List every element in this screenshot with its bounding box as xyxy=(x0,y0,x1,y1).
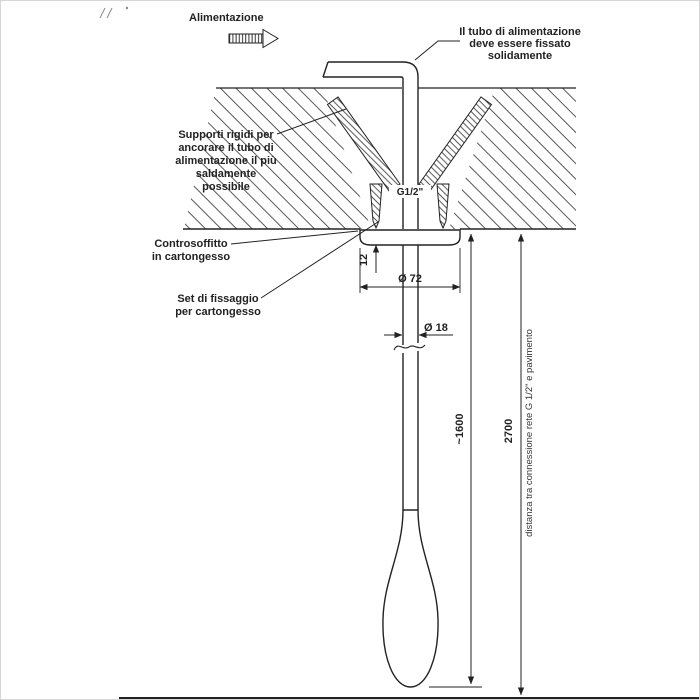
dim-2700-note: distanza tra connessione rete G 1/2" e p… xyxy=(524,329,535,537)
supports-note-line: saldamente xyxy=(196,168,257,180)
supply-pipe-note-line: Il tubo di alimentazione xyxy=(459,26,581,38)
supports-note-line: alimentazione il più xyxy=(175,155,276,167)
dim-2700-value: 2700 xyxy=(503,419,515,443)
dim-12-value: 12 xyxy=(358,254,370,266)
dim-18-value: Ø 18 xyxy=(424,322,448,334)
anchor-right xyxy=(436,183,450,230)
supply-pipe-note-line: deve essere fissato xyxy=(469,38,571,50)
supports-note-line: possibile xyxy=(202,181,250,193)
flow-arrow-icon xyxy=(228,28,279,49)
thread-label: G1/2" xyxy=(397,187,424,198)
thread-label-backplate xyxy=(389,185,431,198)
supply-pipe-note: Il tubo di alimentazione deve essere fis… xyxy=(459,26,581,62)
supports-note-line: ancorare il tubo di xyxy=(178,142,273,154)
supports-note-leader xyxy=(276,108,347,135)
supports-note-line: Supporti rigidi per xyxy=(178,129,274,141)
ceiling-slab-hatch xyxy=(184,88,576,229)
false-ceiling-note-line: in cartongesso xyxy=(152,251,231,263)
dim-1600-value: ~1600 xyxy=(454,414,466,445)
anchor-left xyxy=(369,183,383,230)
dim-72-extensions xyxy=(359,248,461,293)
shower-pipe xyxy=(402,245,419,510)
ceiling-flange xyxy=(359,229,461,246)
pipe-break-symbol xyxy=(393,344,426,351)
false-ceiling-note-leader xyxy=(230,230,359,245)
false-ceiling-note: Controsoffitto in cartongesso xyxy=(152,238,231,263)
shower-head xyxy=(382,509,439,688)
supply-pipe xyxy=(322,61,419,229)
fixing-set-note: Set di fissaggio per cartongesso xyxy=(175,293,261,318)
drywall-anchors xyxy=(369,183,450,230)
supply-pipe-note-line: solidamente xyxy=(488,50,552,62)
supply-pipe-note-leader xyxy=(414,40,460,61)
fixing-set-note-leader xyxy=(260,221,379,299)
pipe-end-cut xyxy=(322,61,329,78)
dim-72-value: Ø 72 xyxy=(398,273,422,285)
fixing-set-note-line: per cartongesso xyxy=(175,306,261,318)
fixing-set-note-line: Set di fissaggio xyxy=(177,293,259,305)
corner-artifact-marks xyxy=(99,6,129,19)
supports-note: Supporti rigidi per ancorare il tubo di … xyxy=(175,129,276,193)
false-ceiling-note-line: Controsoffitto xyxy=(154,238,228,250)
supply-label: Alimentazione xyxy=(189,12,264,24)
